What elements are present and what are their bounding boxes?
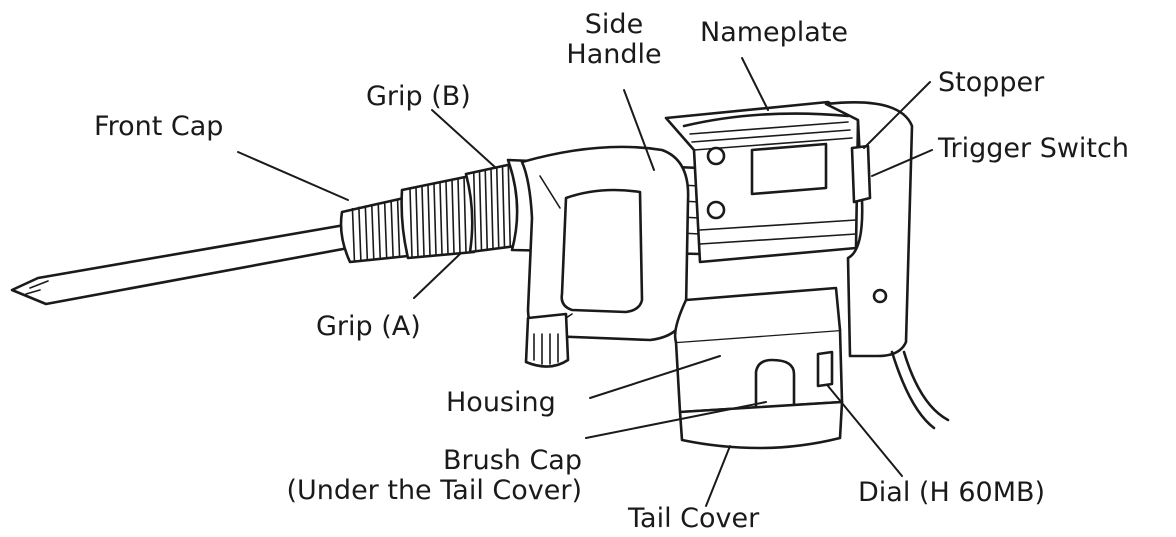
leader-grip-b xyxy=(432,110,496,168)
leader-nameplate xyxy=(742,58,768,110)
label-side-handle-line1: Side xyxy=(552,10,676,40)
label-side-handle: Side Handle xyxy=(552,10,676,70)
label-grip-b: Grip (B) xyxy=(366,82,471,112)
side-handle xyxy=(522,147,688,367)
dial-shape xyxy=(818,352,832,386)
grip-b xyxy=(466,164,518,252)
nameplate-panel xyxy=(752,144,826,194)
label-front-cap: Front Cap xyxy=(94,112,223,142)
label-stopper: Stopper xyxy=(938,68,1044,98)
label-side-handle-line2: Handle xyxy=(552,40,676,70)
housing xyxy=(675,288,842,412)
label-tail-cover: Tail Cover xyxy=(628,504,759,534)
label-trigger-switch: Trigger Switch xyxy=(938,134,1129,164)
leader-grip-a xyxy=(414,254,460,298)
grip-a xyxy=(402,176,476,258)
label-brush-cap-line1: Brush Cap xyxy=(230,446,582,476)
label-housing: Housing xyxy=(446,388,556,418)
chisel-bit xyxy=(12,222,370,304)
label-nameplate: Nameplate xyxy=(700,18,848,48)
trigger-switch-shape xyxy=(852,146,870,202)
label-brush-cap-line2: (Under the Tail Cover) xyxy=(230,476,582,506)
label-brush-cap: Brush Cap (Under the Tail Cover) xyxy=(230,446,582,506)
label-grip-a: Grip (A) xyxy=(316,312,421,342)
leader-tail-cover xyxy=(706,446,730,506)
leader-front-cap xyxy=(238,152,348,200)
front-cap xyxy=(341,198,408,262)
label-dial: Dial (H 60MB) xyxy=(858,478,1045,508)
